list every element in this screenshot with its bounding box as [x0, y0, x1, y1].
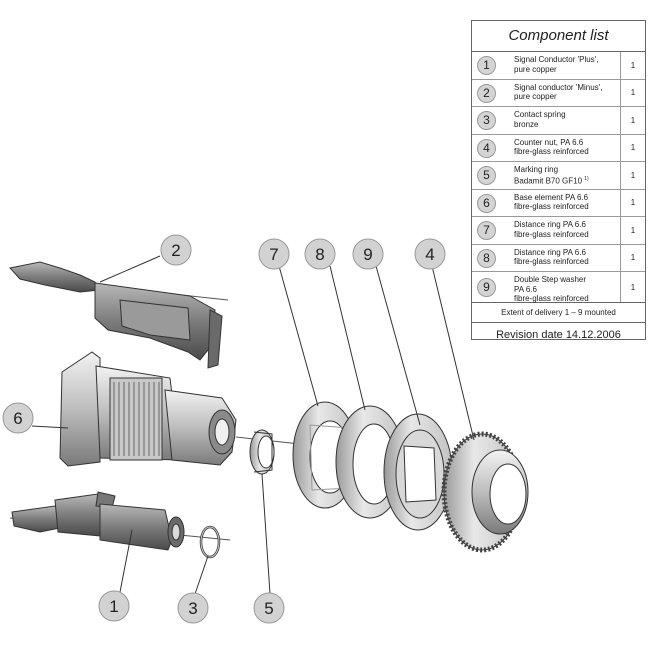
component-row: 3 Contact spring bronze 1	[472, 107, 645, 135]
row-description: Double Step washer PA 6.6 fibre-glass re…	[514, 275, 622, 304]
part-1-signal-conductor-plus	[11, 491, 185, 551]
part-3-contact-spring	[199, 525, 221, 559]
row-quantity: 1	[620, 107, 645, 134]
callout-3-label: 3	[188, 599, 197, 618]
desc-line: fibre-glass reinforced	[514, 202, 589, 211]
row-number-badge: 8	[477, 248, 496, 268]
row-description: Base element PA 6.6 fibre-glass reinforc…	[514, 193, 622, 212]
component-row: 8 Distance ring PA 6.6 fibre-glass reinf…	[472, 244, 645, 272]
row-description: Signal Conductor 'Plus', pure copper	[514, 55, 622, 74]
desc-line: Distance ring PA 6.6	[514, 247, 586, 257]
part-9-double-step-washer	[383, 413, 453, 531]
row-number-badge: 2	[477, 83, 496, 103]
desc-line: fibre-glass reinforced	[514, 257, 589, 266]
row-quantity: 1	[620, 189, 645, 216]
callout-4: 4	[414, 238, 446, 270]
callout-7: 7	[258, 238, 290, 270]
callout-2-label: 2	[171, 241, 180, 260]
row-number-badge: 7	[477, 221, 496, 240]
part-4-counter-nut	[441, 431, 529, 553]
row-number-badge: 5	[477, 166, 496, 185]
callout-6: 6	[2, 402, 34, 434]
desc-line: Counter nut, PA 6.6	[514, 137, 584, 147]
row-number-badge: 1	[477, 56, 496, 75]
row-number-badge: 4	[477, 138, 496, 158]
desc-line: Distance ring PA 6.6	[514, 220, 586, 229]
component-row: 9 Double Step washer PA 6.6 fibre-glass …	[472, 272, 645, 303]
desc-line-text: Badamit B70 GF10	[514, 176, 583, 186]
desc-line: Contact spring	[514, 110, 566, 119]
callout-8: 8	[304, 238, 336, 270]
revision-date: Revision date 14.12.2006	[496, 329, 621, 341]
callout-2: 2	[160, 234, 192, 266]
callout-4-label: 4	[425, 245, 434, 264]
row-description: Signal conductor 'Minus', pure copper	[514, 83, 622, 102]
callout-bubbles: 1 2 3 4 5 6 7 8	[2, 234, 446, 624]
component-row: 7 Distance ring PA 6.6 fibre-glass reinf…	[472, 217, 645, 245]
desc-line: PA 6.6	[514, 284, 537, 294]
callout-9-label: 9	[363, 245, 372, 264]
desc-line: fibre-glass reinforced	[514, 294, 589, 303]
component-list-table: Component list 1 Signal Conductor 'Plus'…	[471, 20, 646, 341]
callout-1-label: 1	[109, 597, 118, 616]
callout-8-label: 8	[315, 245, 324, 264]
row-quantity: 1	[620, 244, 645, 271]
row-description: Distance ring PA 6.6 fibre-glass reinfor…	[514, 220, 622, 239]
component-row: 1 Signal Conductor 'Plus', pure copper 1	[472, 52, 645, 80]
component-row: 4 Counter nut, PA 6.6 fibre-glass reinfo…	[472, 134, 645, 162]
row-description: Counter nut, PA 6.6 fibre-glass reinforc…	[514, 138, 622, 157]
row-quantity: 1	[620, 217, 645, 244]
callout-7-label: 7	[269, 245, 278, 264]
row-description: Contact spring bronze	[514, 110, 622, 129]
component-row: 5 Marking ring Badamit B70 GF10 1) 1	[472, 162, 645, 190]
callout-3: 3	[177, 592, 209, 624]
part-2-signal-conductor-minus	[9, 261, 223, 369]
row-quantity: 1	[620, 272, 645, 302]
row-number-badge: 9	[477, 278, 496, 297]
callout-1: 1	[98, 590, 130, 622]
row-quantity: 1	[620, 162, 645, 189]
part-5-marking-ring	[249, 429, 275, 475]
component-row: 2 Signal conductor 'Minus', pure copper …	[472, 79, 645, 107]
callout-6-label: 6	[13, 409, 22, 428]
desc-line: bronze	[514, 119, 539, 129]
desc-line: Double Step washer	[514, 275, 587, 284]
row-description: Marking ring Badamit B70 GF10 1)	[514, 165, 622, 186]
row-quantity: 1	[620, 79, 645, 106]
desc-line: pure copper	[514, 64, 557, 74]
row-number-badge: 6	[477, 193, 496, 213]
component-list-title: Component list	[472, 21, 645, 52]
desc-line: Signal conductor 'Minus',	[514, 82, 603, 92]
desc-line: pure copper	[514, 92, 557, 101]
row-description: Distance ring PA 6.6 fibre-glass reinfor…	[514, 248, 622, 267]
desc-line: Badamit B70 GF10 1)	[514, 175, 622, 186]
row-quantity: 1	[620, 52, 645, 79]
callout-5-label: 5	[264, 599, 273, 618]
extent-of-delivery: Extent of delivery 1 – 9 mounted	[472, 303, 645, 323]
footnote-marker: 1)	[584, 175, 589, 182]
desc-line: Signal Conductor 'Plus',	[514, 55, 599, 64]
desc-line: Base element PA 6.6	[514, 192, 589, 202]
callout-leader-lines	[31, 255, 475, 595]
component-row: 6 Base element PA 6.6 fibre-glass reinfo…	[472, 189, 645, 217]
desc-line: fibre-glass reinforced	[514, 147, 589, 156]
part-6-base-element	[59, 351, 237, 467]
row-number-badge: 3	[477, 111, 496, 130]
row-quantity: 1	[620, 134, 645, 161]
desc-line: fibre-glass reinforced	[514, 229, 589, 239]
callout-9: 9	[352, 238, 384, 270]
callout-5: 5	[253, 592, 285, 624]
desc-line: Marking ring	[514, 165, 559, 174]
